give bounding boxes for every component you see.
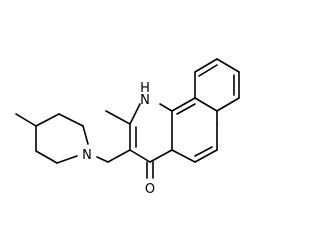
bond (194, 149, 218, 163)
bond (194, 146, 213, 157)
bond (35, 150, 58, 164)
bond (105, 110, 131, 125)
bond (82, 125, 89, 145)
bond (129, 103, 141, 125)
upper-benzo-ring (194, 58, 240, 112)
methylene-linker (96, 149, 131, 163)
bond (107, 149, 131, 163)
bond (58, 113, 84, 127)
bond (15, 113, 37, 127)
bond (171, 97, 196, 112)
pyridinone-ring (105, 103, 173, 179)
nh-nitrogen-label: N (140, 93, 150, 108)
bond (35, 113, 60, 127)
bond (159, 103, 173, 112)
piperidine-nitrogen-label: N (82, 148, 92, 163)
nh-hydrogen-label: H (140, 81, 150, 96)
bond (198, 64, 218, 77)
carbonyl-oxygen-label: O (145, 182, 155, 197)
bond (56, 155, 78, 164)
bond (216, 58, 240, 73)
bond (194, 97, 218, 112)
molecule-diagram: N H N O (15, 58, 240, 197)
bond (129, 149, 151, 163)
bond (171, 149, 196, 163)
bond (176, 103, 196, 115)
bond (194, 58, 218, 73)
middle-aromatic-ring (171, 97, 218, 163)
bond (96, 156, 109, 163)
bond (149, 149, 173, 163)
piperidine-ring (15, 113, 89, 164)
bond (216, 97, 240, 112)
structure-canvas: N H N O (15, 58, 240, 197)
